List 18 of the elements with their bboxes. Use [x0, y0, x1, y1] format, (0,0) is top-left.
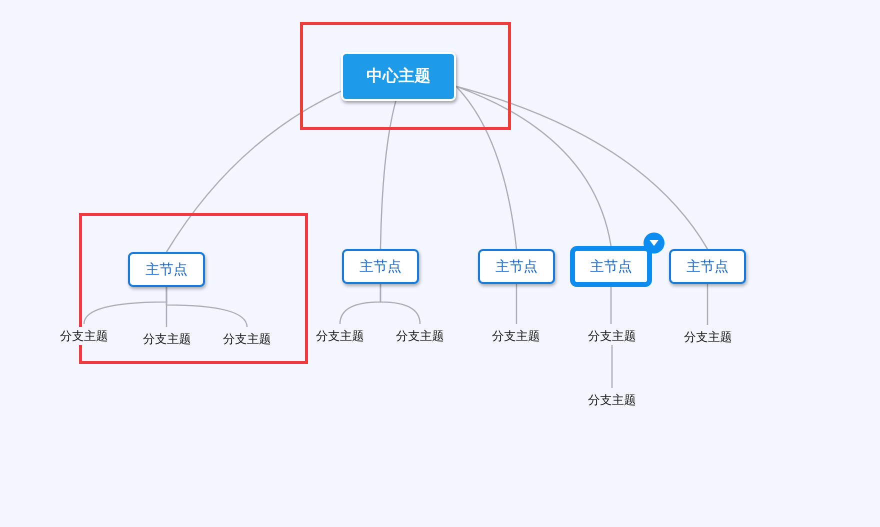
connector-line: [456, 86, 708, 250]
connector-line: [380, 284, 421, 324]
connector-line: [610, 287, 612, 324]
main-topic-box: 主节点: [128, 252, 205, 287]
central-topic-box: 中心主题: [341, 52, 456, 101]
selected-topic-box: 主节点: [570, 246, 652, 287]
main-topic-box: 主节点: [669, 249, 746, 284]
connector-line: [166, 90, 342, 252]
main-topic-box: 主节点: [342, 249, 419, 284]
main-topic-box: 主节点: [478, 249, 555, 284]
connector-line: [706, 284, 708, 325]
connector-line: [516, 284, 518, 324]
connector-line: [611, 345, 613, 388]
connector-line: [456, 86, 518, 250]
connector-line: [380, 100, 396, 250]
connector-line: [456, 86, 612, 246]
connector-line: [166, 287, 248, 328]
highlight-frame: [300, 22, 511, 130]
